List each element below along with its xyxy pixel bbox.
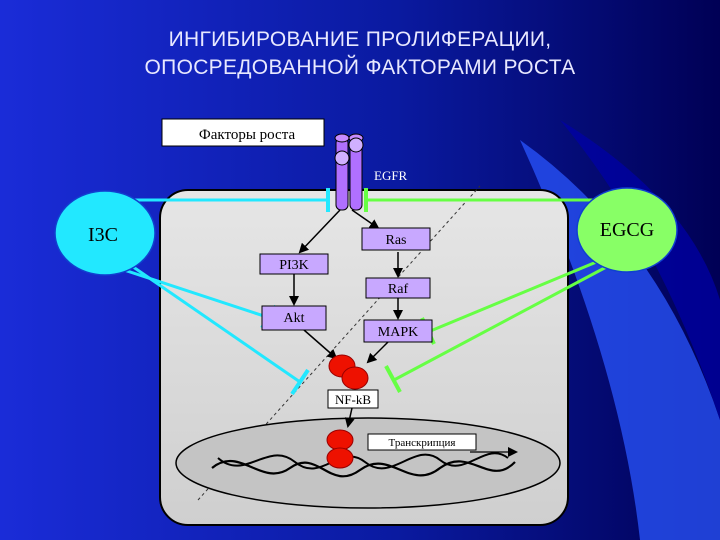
raf-box: [365, 277, 431, 299]
dna-strand-2: [217, 452, 509, 470]
arrow-nfkb-dna: [344, 407, 355, 428]
akt-label: Akt: [284, 311, 305, 326]
dashed-diagonal: [197, 185, 481, 501]
mapk-box: [363, 319, 433, 343]
mapk-label: MAPK: [378, 325, 418, 340]
transcription-label: Транскрипция: [389, 437, 456, 449]
akt-box: [261, 305, 327, 331]
egcg-tbar-nfkb: [384, 365, 402, 393]
arrow-egfr-ras: [351, 209, 380, 230]
arrow-mapk-nfkb: [366, 341, 389, 364]
growth-factors-label: Факторы роста: [199, 127, 296, 143]
egcg-node: [576, 187, 678, 273]
nucleus-nfkb-dot-2: [326, 447, 354, 469]
ras-label: Ras: [386, 233, 407, 248]
nucleus-nfkb-dot-1: [326, 429, 354, 451]
ras-box: [361, 227, 431, 251]
growth-factors-box: [161, 118, 325, 147]
transcription-box: [367, 433, 477, 451]
pi3k-box: [259, 253, 329, 275]
nfkb-label: NF-kB: [335, 392, 371, 407]
i3c-tbar-nfkb: [290, 368, 310, 396]
pi3k-label: PI3K: [279, 258, 309, 273]
arrow-akt-nfkb: [303, 329, 338, 360]
egcg-line-nfkb: [393, 262, 613, 382]
egfr-receptor: [334, 133, 364, 211]
raf-label: Raf: [388, 282, 409, 297]
slide-title-line-1: ИНГИБИРОВАНИЕ ПРОЛИФЕРАЦИИ,: [168, 28, 552, 51]
i3c-node: [54, 190, 156, 276]
egcg-label: EGCG: [600, 219, 654, 241]
slide-title-line-2: ОПОСРЕДОВАННОЙ ФАКТОРАМИ РОСТА: [144, 56, 576, 79]
i3c-label: I3C: [88, 224, 118, 246]
nfkb-dot-2: [341, 366, 369, 390]
egfr-label: EGFR: [374, 168, 408, 183]
dna-strand-1: [211, 460, 516, 478]
egcg-line-mapk: [427, 256, 607, 334]
i3c-line-nfkb: [125, 260, 301, 384]
nfkb-box: [327, 389, 379, 409]
arrow-egfr-pi3k: [298, 209, 341, 254]
i3c-line-akt: [117, 266, 271, 320]
